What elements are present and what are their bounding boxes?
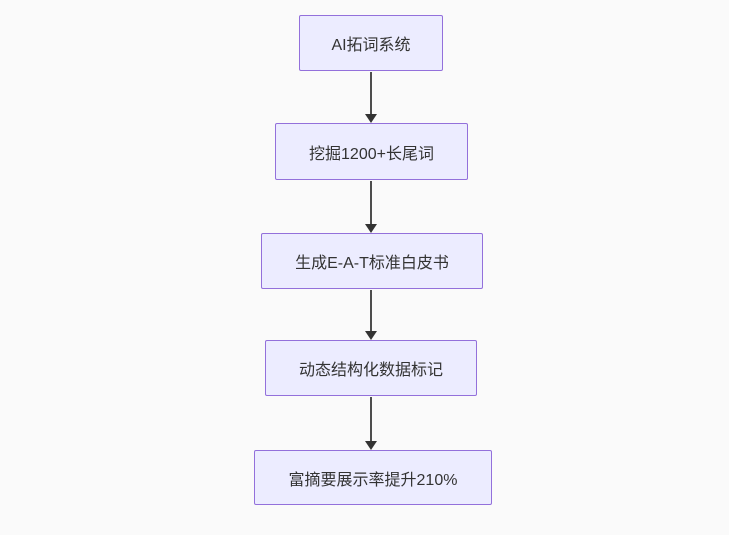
flow-node-ai-keyword-system: AI拓词系统 xyxy=(299,15,443,71)
arrow-line xyxy=(370,181,372,227)
arrow-line xyxy=(370,290,372,334)
flow-node-label: AI拓词系统 xyxy=(331,37,411,54)
flow-node-eat-whitepaper: 生成E-A-T标准白皮书 xyxy=(261,233,483,289)
flow-arrow-3 xyxy=(365,290,377,340)
arrow-line xyxy=(370,72,372,117)
flow-node-label: 动态结构化数据标记 xyxy=(298,362,443,379)
flow-node-label: 生成E-A-T标准白皮书 xyxy=(295,255,449,272)
arrowhead-icon xyxy=(365,114,377,123)
arrow-line xyxy=(370,397,372,444)
flow-node-label: 挖掘1200+长尾词 xyxy=(309,145,434,163)
flow-arrow-1 xyxy=(365,72,377,123)
arrowhead-icon xyxy=(365,441,377,450)
arrowhead-icon xyxy=(365,224,377,233)
flow-node-label: 富摘要展示率提升210% xyxy=(288,471,458,489)
flow-node-longtail-keywords: 挖掘1200+长尾词 xyxy=(275,123,468,180)
flow-arrow-4 xyxy=(365,397,377,450)
arrowhead-icon xyxy=(365,331,377,340)
flow-node-rich-snippet-rate: 富摘要展示率提升210% xyxy=(254,450,492,505)
flow-node-structured-data: 动态结构化数据标记 xyxy=(265,340,477,396)
flow-arrow-2 xyxy=(365,181,377,233)
